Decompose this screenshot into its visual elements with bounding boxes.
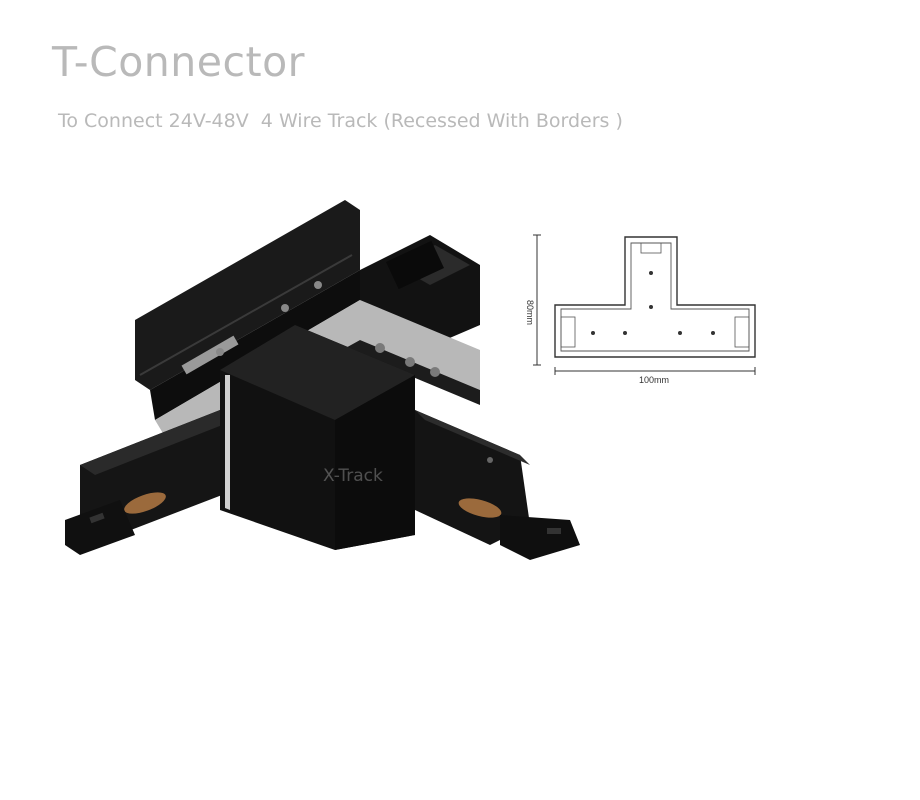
back-rail-top	[135, 200, 360, 390]
height-dimension-label: 80mm	[525, 300, 535, 325]
t-outline	[554, 236, 756, 358]
back-rail-face	[150, 270, 360, 420]
page-title: T-Connector	[52, 38, 306, 86]
page-subtitle: To Connect 24V-48V 4 Wire Track (Recesse…	[58, 110, 623, 132]
watermark: X-Track	[323, 466, 383, 486]
technical-drawing: 80mm 100mm	[525, 234, 756, 385]
right-arm	[415, 410, 530, 545]
product-photo	[65, 200, 580, 560]
width-dimension-label: 100mm	[639, 375, 669, 385]
